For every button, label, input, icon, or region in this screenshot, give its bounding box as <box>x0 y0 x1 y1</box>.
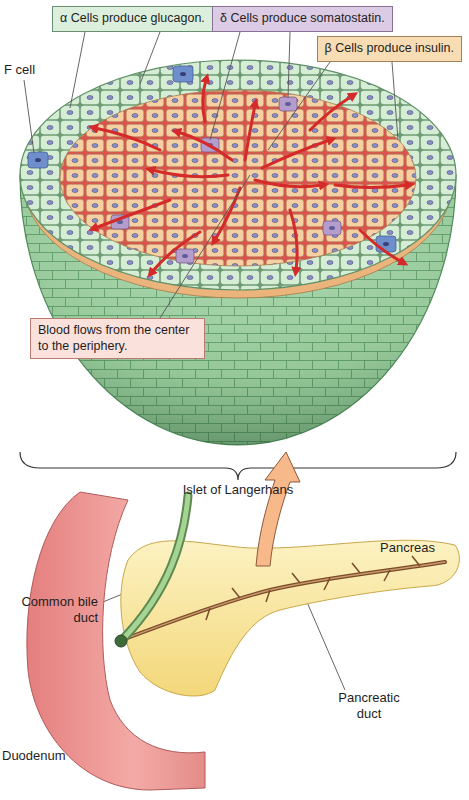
leader-line <box>392 62 398 140</box>
leader-line <box>210 32 240 140</box>
blood-flow-arrow <box>152 170 228 177</box>
blood-flow-arrow <box>95 200 170 228</box>
leader-line <box>140 32 160 84</box>
brace <box>20 452 456 480</box>
cell-nucleus <box>35 158 41 162</box>
blood-flow-arrows <box>95 80 408 272</box>
part-label: Islet of Langerhans <box>138 482 338 498</box>
delta-cell <box>279 97 297 111</box>
f-cell-body <box>28 152 48 168</box>
f-cell <box>173 66 193 82</box>
part-label: Common bile duct <box>8 594 98 627</box>
f-cell-body <box>173 66 193 82</box>
cell-nucleus <box>329 226 335 230</box>
leader-line <box>268 62 330 150</box>
part-label: Pancreatic duct <box>330 690 408 723</box>
blood-flow-arrow <box>178 132 232 160</box>
callout-text: δ Cells produce somatostatin. <box>220 11 385 27</box>
common-bile-duct <box>122 496 188 640</box>
alpha-cell-layer <box>20 60 456 290</box>
blood-flow-arrow <box>290 210 297 270</box>
duct-opening <box>115 635 127 647</box>
callout-text: β Cells produce insulin. <box>325 41 454 57</box>
delta-cell-body <box>279 97 297 111</box>
cell-nucleus <box>285 102 291 106</box>
blood-flow-arrow <box>95 128 160 150</box>
part-label: Pancreas <box>380 540 435 556</box>
callout-box: β Cells produce insulin. <box>317 36 462 62</box>
duct-branches <box>206 556 420 620</box>
delta-cell-body <box>176 249 194 263</box>
blood-flow-arrow <box>360 230 402 262</box>
delta-cell-body <box>323 221 341 235</box>
blood-flow-arrow <box>255 180 322 187</box>
blood-flow-arrow <box>203 80 206 122</box>
part-label: F cell <box>4 62 35 78</box>
callout-text: Blood flows from the center to the perip… <box>38 323 197 354</box>
magnify-arrow <box>256 452 300 566</box>
callout-box: Blood flows from the center to the perip… <box>30 318 205 359</box>
cell-nucleus <box>180 72 186 76</box>
cell-nucleus <box>383 242 389 246</box>
beta-cell-core <box>60 90 416 266</box>
blood-flow-arrow <box>310 96 352 130</box>
common-bile-duct-lumen <box>122 496 188 640</box>
leader-line <box>288 32 290 98</box>
blood-flow-arrow <box>215 188 240 240</box>
delta-cell <box>323 221 341 235</box>
blood-flow-arrow <box>245 105 255 160</box>
f-cell <box>28 152 48 168</box>
leader-line <box>70 32 85 108</box>
f-cell-body <box>376 236 396 252</box>
cell-nucleus <box>182 254 188 258</box>
f-cell <box>376 236 396 252</box>
leader-line <box>160 175 250 318</box>
callout-box: α Cells produce glucagon. <box>52 6 213 32</box>
leader-line <box>24 80 34 153</box>
delta-cell <box>176 249 194 263</box>
part-label: Duodenum <box>2 748 66 764</box>
callout-box: δ Cells produce somatostatin. <box>212 6 393 32</box>
blood-flow-arrow <box>335 185 408 188</box>
callout-text: α Cells produce glucagon. <box>60 11 205 27</box>
